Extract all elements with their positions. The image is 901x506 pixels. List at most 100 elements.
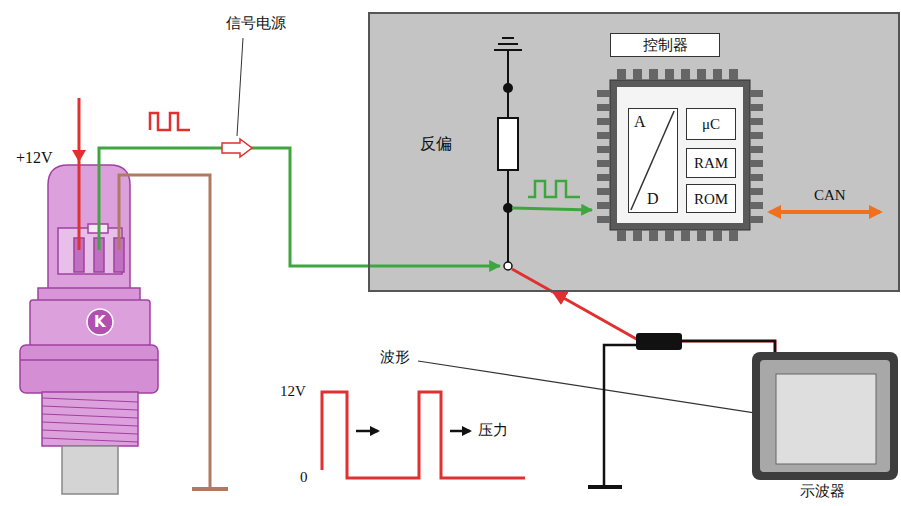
- chip-pins: [597, 202, 610, 209]
- screw-thread: [42, 438, 138, 442]
- axis-label: 压力: [478, 421, 508, 439]
- screw-thread: [42, 398, 138, 442]
- chip-pins: [597, 174, 610, 181]
- node-text: ROM: [694, 190, 728, 208]
- chip-pins: [750, 104, 763, 111]
- chip-pins: [597, 160, 610, 167]
- chip-pins: [597, 216, 610, 223]
- chip-pins: [750, 160, 763, 167]
- chip-pins: [597, 146, 610, 153]
- signal-wire: [222, 139, 252, 157]
- chip-body: [617, 87, 743, 223]
- screw-thread: [42, 398, 138, 402]
- controller-chip: ADμC RAM ROM 控制器: [596, 33, 764, 242]
- housing-ground: [370, 14, 898, 290]
- node-text: D: [647, 189, 659, 208]
- pressure-sensor: [87, 309, 113, 335]
- pressure-sensor: [62, 446, 118, 494]
- chip-pins: [750, 188, 763, 195]
- housing-ground: [370, 14, 898, 290]
- chip-pins: [750, 132, 763, 139]
- input-terminal: [504, 262, 512, 270]
- node-text: 示波器: [800, 482, 845, 500]
- rom-block: ROM: [686, 184, 736, 213]
- cpu-block: μC: [686, 108, 736, 140]
- probe-connector: [636, 333, 682, 350]
- waveform-label: 波形: [380, 348, 410, 366]
- ground-wire: [119, 175, 228, 489]
- probe-cable: [588, 485, 622, 489]
- supply-wire: [150, 113, 190, 130]
- probe-cable: [604, 345, 636, 486]
- chip-pins: [713, 230, 722, 241]
- probe-tip-line: [512, 269, 553, 292]
- input-terminal: [504, 262, 512, 270]
- chip-pins: [681, 69, 690, 80]
- chip-pins: [649, 230, 658, 241]
- chip-pins: [597, 188, 610, 195]
- voltage-label: +12V: [16, 148, 53, 167]
- can-arrow: [770, 210, 880, 214]
- chip-pins: [729, 230, 738, 241]
- chip-pins: [681, 230, 690, 241]
- chip-pins: [750, 118, 763, 125]
- oscilloscope: [776, 374, 876, 464]
- probe-connector: [636, 333, 682, 350]
- signal-wire: [237, 38, 243, 136]
- chip-pins: [750, 174, 763, 181]
- node-text: 控制器: [610, 33, 720, 57]
- chip-pins: [750, 146, 763, 153]
- logo-letter: K: [94, 313, 106, 331]
- oscilloscope: [752, 352, 898, 480]
- signal-waveform: [450, 430, 470, 433]
- level-label: 0: [300, 468, 308, 486]
- chip-pins: [750, 202, 763, 209]
- chip-pins: [665, 69, 674, 80]
- signal-waveform: [322, 392, 525, 478]
- chip-body: [610, 80, 750, 230]
- chip-pins: [750, 216, 763, 223]
- signal-wire: [99, 148, 500, 266]
- pressure-sensor: [58, 228, 122, 274]
- chip-pins: [649, 69, 658, 80]
- chip-pins: [597, 90, 610, 97]
- chip-pins: [713, 69, 722, 80]
- bus-label: CAN: [814, 186, 846, 204]
- adc-diagonal: [631, 111, 674, 210]
- ground-symbol: [494, 38, 522, 50]
- signal-waveform: [356, 430, 378, 433]
- chip-pins: [597, 69, 763, 241]
- signal-to-adc: [512, 208, 592, 210]
- ram-block: RAM: [686, 148, 736, 178]
- node-text: RAM: [694, 154, 728, 172]
- supply-wire: [72, 150, 86, 162]
- pressure-sensor: [30, 300, 150, 346]
- adc-block: AD: [628, 108, 678, 213]
- probe-cable: [588, 341, 775, 487]
- ground-symbol: [498, 43, 518, 45]
- chip-pins: [750, 90, 763, 97]
- supply-wire: [78, 98, 81, 250]
- chip-pins: [597, 132, 610, 139]
- pressure-sensor: [20, 165, 158, 494]
- chip-pins: [665, 230, 674, 241]
- oscilloscope: [760, 360, 890, 472]
- chip-body: [610, 80, 750, 230]
- chip-pins: [597, 104, 610, 111]
- chip-pins: [633, 69, 642, 80]
- screw-thread: [42, 406, 138, 410]
- chip-pins: [697, 69, 706, 80]
- ground-symbol: [502, 37, 514, 39]
- signal-label: 信号电源: [226, 14, 286, 32]
- chip-pins: [697, 230, 706, 241]
- screw-thread: [42, 414, 138, 418]
- chip-pins: [633, 230, 642, 241]
- node-text: 反偏: [420, 134, 452, 153]
- pressure-sensor: [42, 392, 138, 446]
- screw-thread: [42, 430, 138, 434]
- resistor-symbol: [498, 118, 518, 170]
